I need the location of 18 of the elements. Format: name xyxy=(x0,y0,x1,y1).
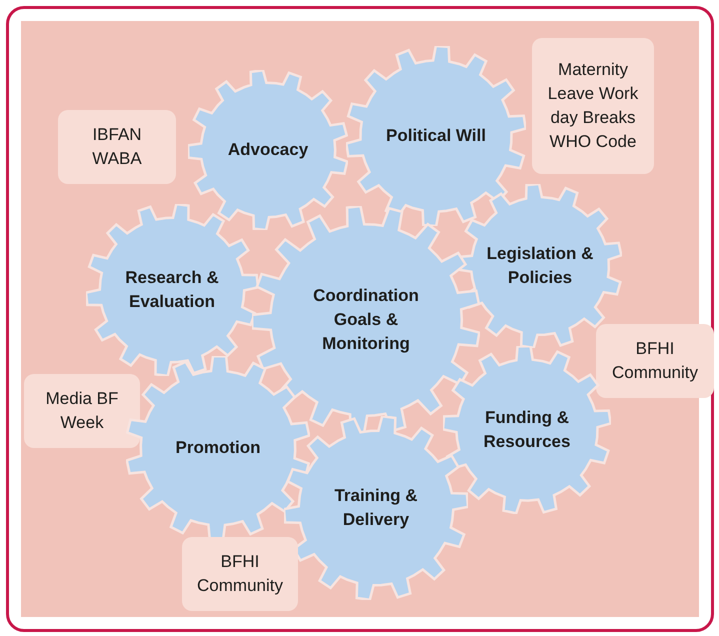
gear-label: Political Will xyxy=(386,125,486,147)
gear-label: Advocacy xyxy=(228,139,308,161)
gear-label: Funding & Resources xyxy=(482,407,572,453)
gear-label: Promotion xyxy=(176,437,260,459)
note-box xyxy=(58,110,176,184)
note-box xyxy=(24,374,140,448)
note-text: BFHI Community xyxy=(611,338,699,384)
gear-label: Research & Evaluation xyxy=(124,267,220,313)
gear-label: Coordination Goals & Monitoring xyxy=(312,285,420,355)
note-text: Maternity Leave Work day Breaks WHO Code xyxy=(546,59,640,153)
gear-label: Legislation & Policies xyxy=(486,243,594,289)
note-text: BFHI Community xyxy=(196,551,284,597)
note-box xyxy=(182,537,298,611)
note-box xyxy=(596,324,714,398)
note-text: Media BF Week xyxy=(44,388,120,434)
note-text: IBFAN WABA xyxy=(91,124,143,170)
gear-label: Training & Delivery xyxy=(333,485,419,531)
note-box xyxy=(532,38,654,174)
